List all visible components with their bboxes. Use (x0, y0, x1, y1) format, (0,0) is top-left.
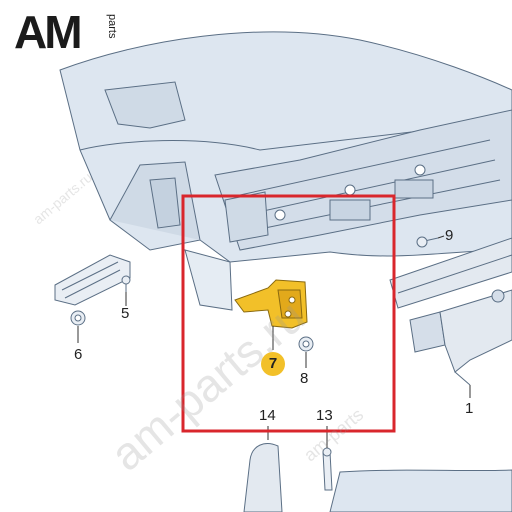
part-8-nut (298, 336, 314, 352)
callout-8[interactable]: 8 (300, 370, 309, 387)
part-13-clip (322, 447, 333, 491)
callout-14[interactable]: 14 (259, 407, 276, 424)
callout-6[interactable]: 6 (74, 346, 83, 363)
part-14-trim (243, 443, 283, 512)
callout-7[interactable]: 7 (261, 352, 285, 376)
part-5-bracket (54, 254, 131, 306)
vehicle-body (59, 31, 512, 311)
am-parts-logo: AM parts (14, 8, 144, 56)
logo-sub-text: parts (106, 14, 118, 39)
part-5-screw (121, 275, 131, 292)
callout-5[interactable]: 5 (121, 305, 130, 322)
callout-13[interactable]: 13 (316, 407, 333, 424)
lower-bumper-cover (329, 469, 512, 512)
callout-9[interactable]: 9 (445, 227, 454, 244)
highlight-frame (181, 194, 396, 433)
logo-main-text: AM (14, 6, 83, 58)
part-1-bumper-carrier (389, 237, 512, 386)
part-7-bracket (234, 279, 308, 329)
part-6-nut (70, 310, 86, 326)
part-9-bolt (416, 236, 439, 248)
callout-1[interactable]: 1 (465, 400, 474, 417)
